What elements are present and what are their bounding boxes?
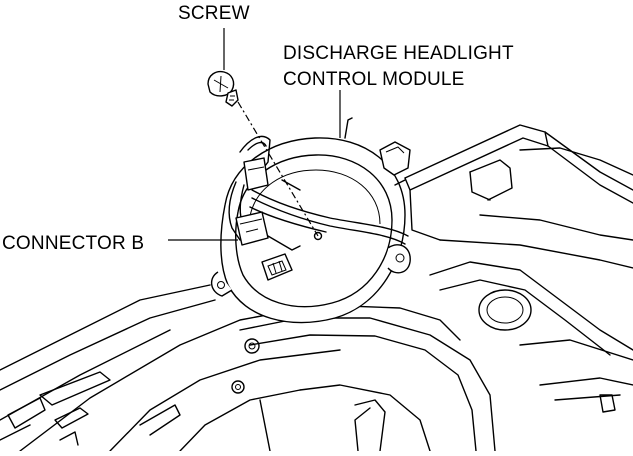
assembly-axis-line	[237, 101, 319, 237]
headlight-housing	[0, 284, 496, 452]
vehicle-body-structure	[404, 124, 633, 413]
module-label-line1: DISCHARGE HEADLIGHT	[283, 43, 514, 64]
connector-b-label: CONNECTOR B	[2, 233, 145, 254]
connector-b-harness	[228, 135, 409, 251]
module-label-line2: CONTROL MODULE	[283, 69, 465, 90]
leader-lines	[168, 28, 341, 241]
screw-part	[207, 70, 239, 107]
screw-label: SCREW	[178, 3, 250, 24]
